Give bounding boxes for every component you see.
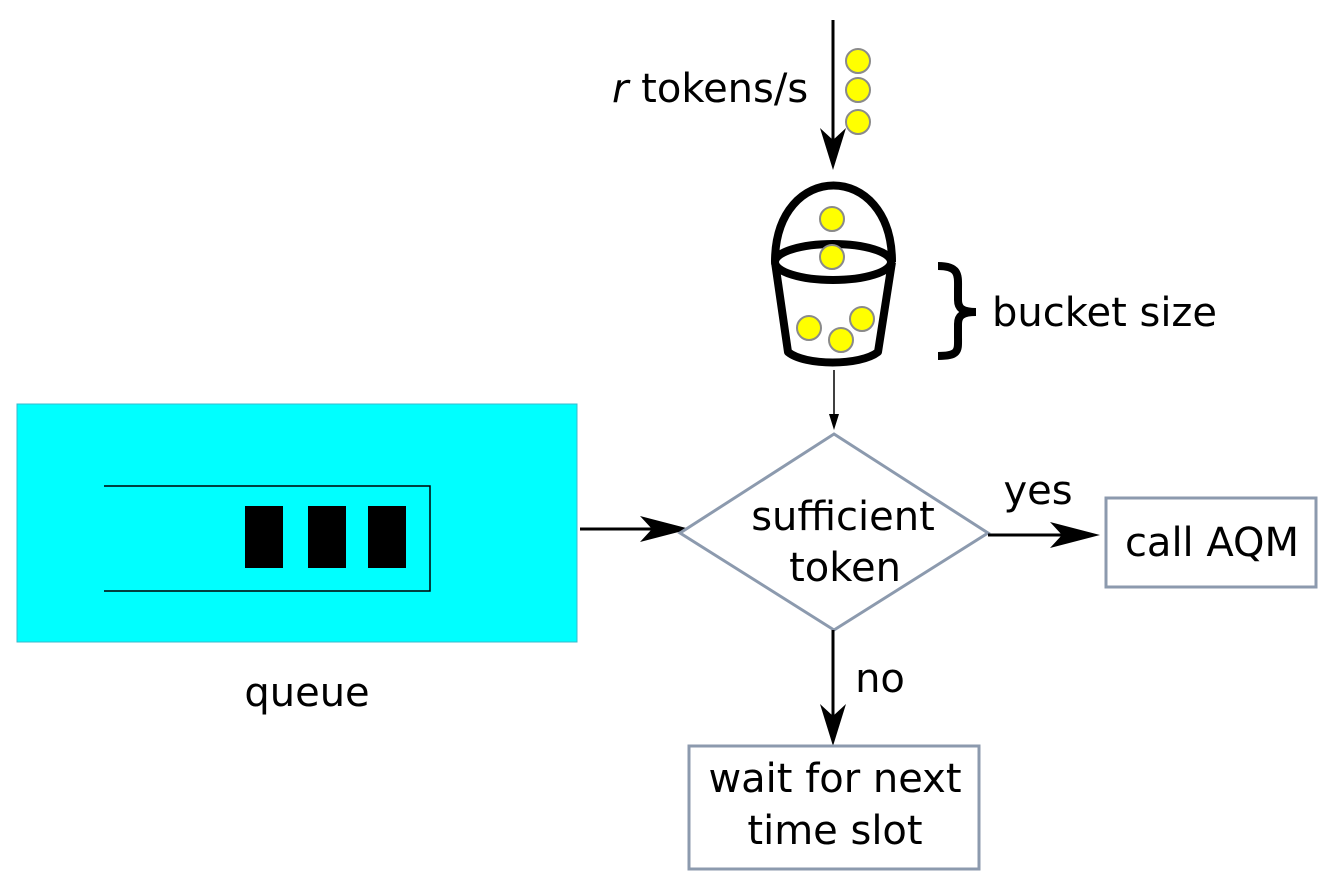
token <box>845 109 871 135</box>
packet <box>308 506 346 568</box>
rate-unit: tokens/s <box>628 66 808 112</box>
no-arrow <box>820 630 846 746</box>
bucket-size-label: bucket size <box>992 290 1217 336</box>
token <box>796 315 822 341</box>
token-inflow-arrow <box>820 20 846 170</box>
call-aqm-box <box>1104 496 1318 589</box>
bucket-size-brace <box>937 262 977 360</box>
queue-background <box>16 403 578 643</box>
queue-to-decision-arrow <box>580 516 690 542</box>
wait-label-line2: time slot <box>747 808 922 854</box>
packet <box>368 506 406 568</box>
yes-arrow <box>988 522 1100 548</box>
token <box>849 306 875 332</box>
queue-label: queue <box>244 670 369 716</box>
wait-label-line1: wait for next <box>708 756 961 802</box>
yes-label: yes <box>1003 468 1072 514</box>
rate-label: r tokens/s <box>612 66 808 112</box>
wait-box <box>687 744 981 871</box>
queue-buffer <box>104 485 431 592</box>
rate-symbol: r <box>612 66 631 112</box>
call-aqm-label: call AQM <box>1125 520 1299 566</box>
decision-label-line1: sufficient <box>751 494 935 540</box>
token <box>819 244 845 270</box>
packet <box>245 506 283 568</box>
no-label: no <box>855 656 905 702</box>
decision-label-line2: token <box>789 545 901 591</box>
token <box>845 48 871 74</box>
token <box>819 206 845 232</box>
falling-tokens <box>845 48 871 135</box>
queue-block <box>16 403 578 643</box>
bucket-icon <box>771 181 896 367</box>
bucket-to-decision-arrow <box>829 370 839 430</box>
token <box>845 77 871 103</box>
token <box>828 327 854 353</box>
